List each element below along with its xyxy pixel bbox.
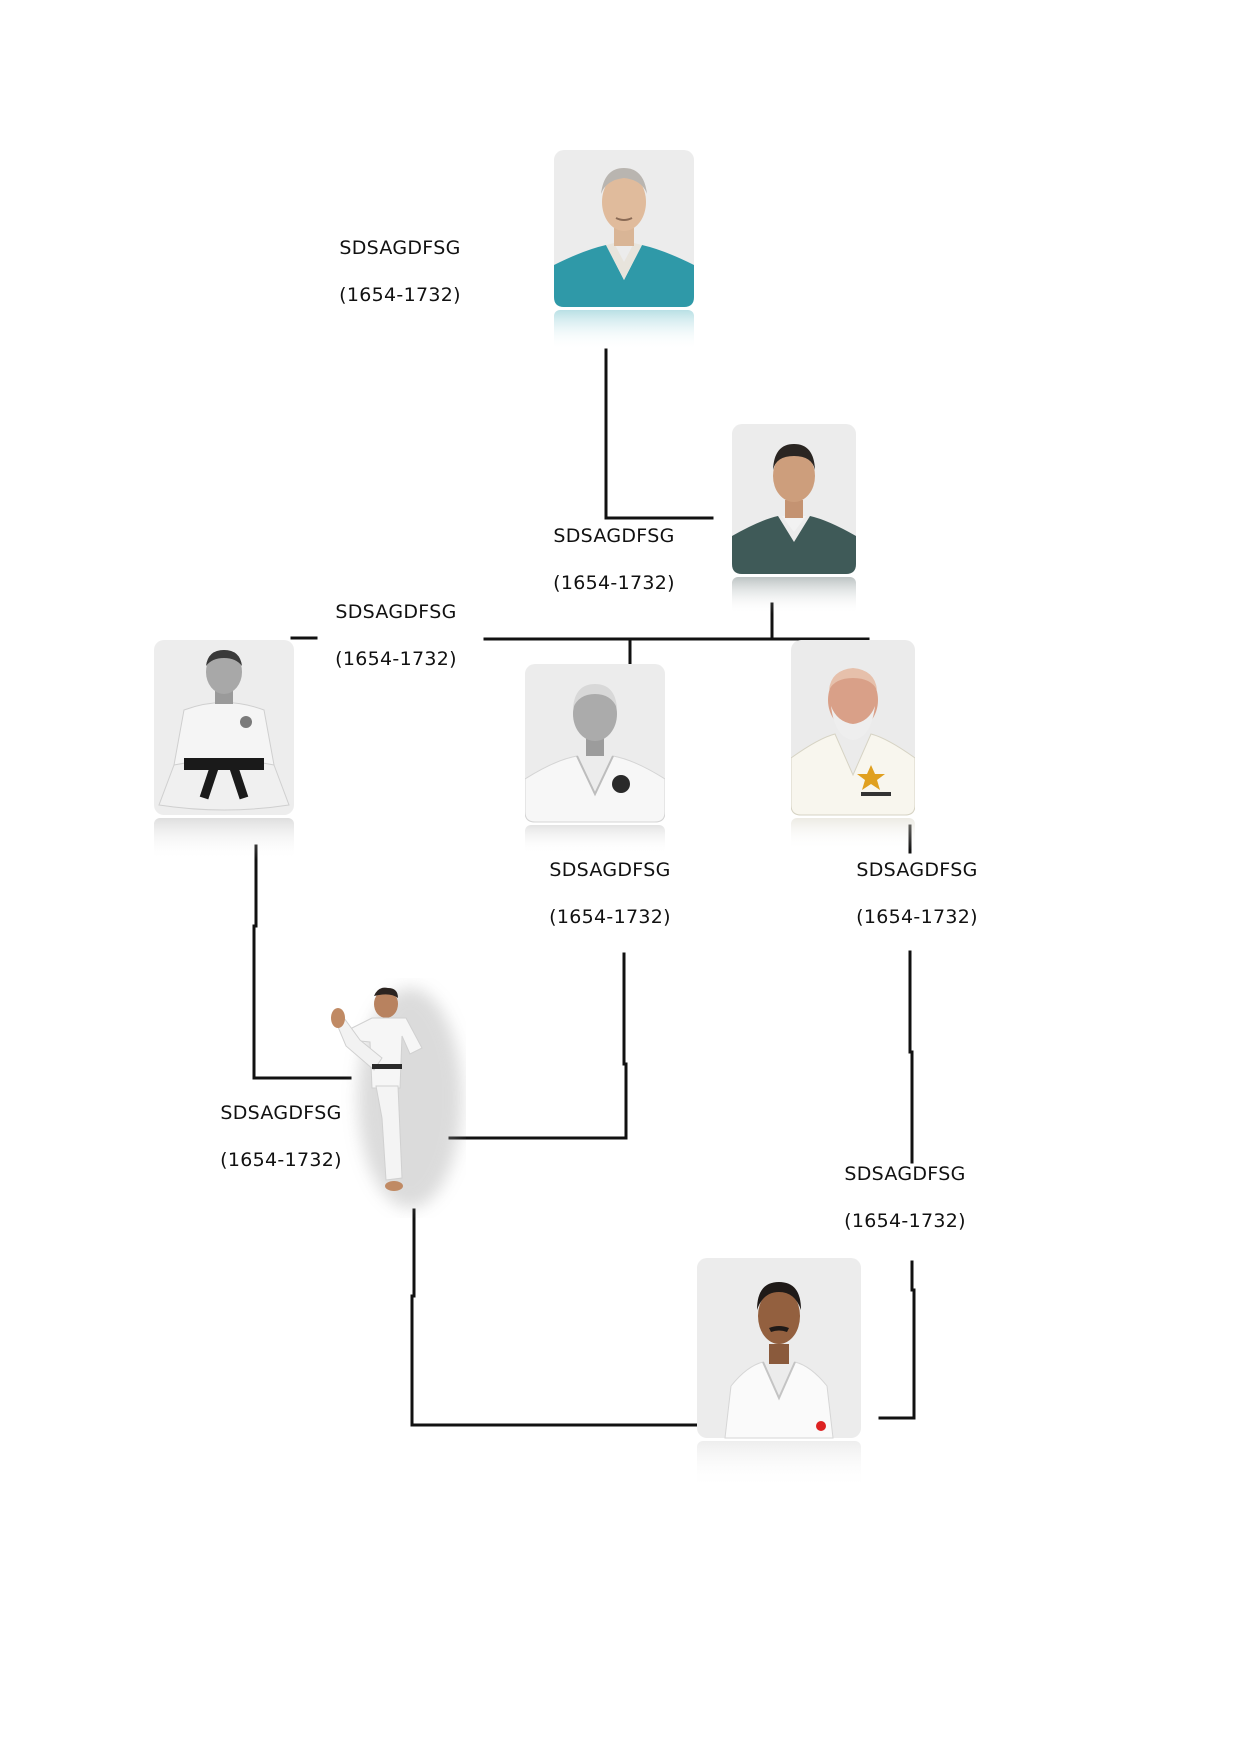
bearded-elder-white-gi-image [791, 640, 915, 850]
person-years: (1654-1732) [549, 906, 671, 928]
portrait-photo-p4 [525, 664, 665, 854]
connector-line [604, 348, 714, 520]
person-label-p1: SDSAGDFSG (1654-1732) [310, 237, 490, 306]
person-label-p4: SDSAGDFSG (1654-1732) [520, 859, 700, 928]
elder-white-gi-image [525, 664, 665, 854]
portrait-photo-p7 [697, 1258, 861, 1488]
person-label-p6: SDSAGDFSG (1654-1732) [191, 1102, 371, 1171]
person-years: (1654-1732) [335, 648, 457, 670]
person-label-p5: SDSAGDFSG (1654-1732) [827, 859, 1007, 928]
portrait-photo-p1 [554, 150, 694, 350]
portrait-photo-p3 [154, 640, 294, 860]
person-name: SDSAGDFSG [339, 237, 461, 259]
portrait-photo-p6 [326, 978, 466, 1218]
person-label-p3: SDSAGDFSG (1654-1732) [306, 601, 486, 670]
karateka-front-kick-image [331, 987, 462, 1208]
person-name: SDSAGDFSG [856, 859, 978, 881]
person-name: SDSAGDFSG [220, 1102, 342, 1124]
seated-black-belt-master-image [154, 640, 294, 860]
person-years: (1654-1732) [339, 284, 461, 306]
connector-line [448, 952, 628, 1140]
man-mustache-white-gi-image [697, 1258, 861, 1488]
portrait-photo-p2 [732, 424, 856, 614]
person-name: SDSAGDFSG [335, 601, 457, 623]
connector-line [908, 950, 914, 1164]
person-years: (1654-1732) [856, 906, 978, 928]
elder-teal-robe-image [554, 150, 694, 350]
person-years: (1654-1732) [220, 1149, 342, 1171]
person-name: SDSAGDFSG [553, 525, 675, 547]
portrait-photo-p5 [791, 640, 915, 850]
man-dark-kimono-image [732, 424, 856, 614]
person-name: SDSAGDFSG [844, 1163, 966, 1185]
connector-line [410, 1208, 698, 1427]
person-label-p2: SDSAGDFSG (1654-1732) [524, 525, 704, 594]
person-years: (1654-1732) [844, 1210, 966, 1232]
connector-line [252, 844, 352, 1080]
person-years: (1654-1732) [553, 572, 675, 594]
connector-line [878, 1260, 916, 1420]
person-name: SDSAGDFSG [549, 859, 671, 881]
person-label-p7: SDSAGDFSG (1654-1732) [815, 1163, 995, 1232]
